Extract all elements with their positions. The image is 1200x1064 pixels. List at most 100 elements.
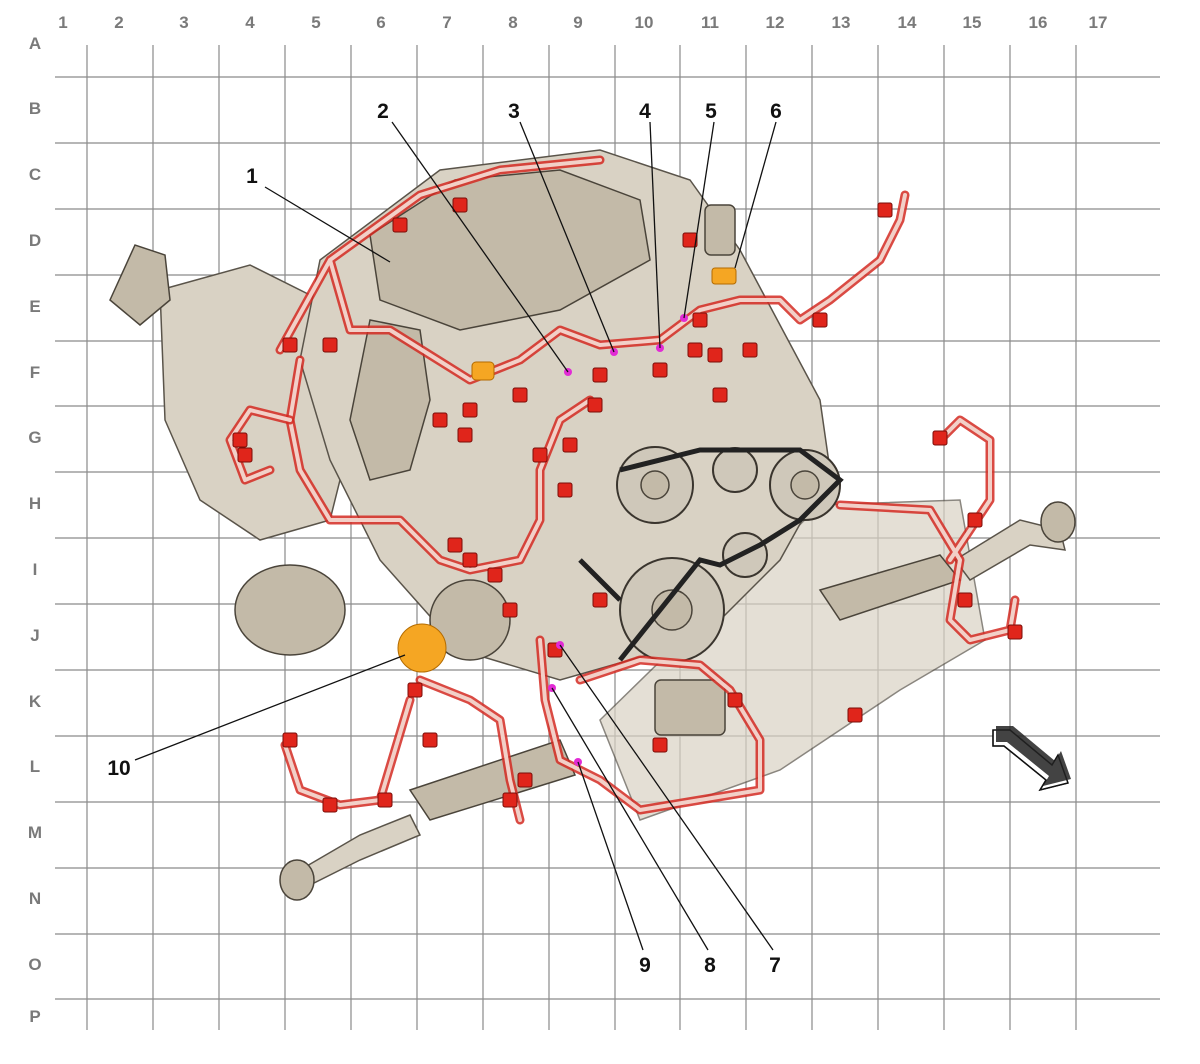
harness-connector [682,232,698,248]
leader-5 [683,121,715,319]
harness-connector [692,312,708,328]
grid-column-label: 9 [573,13,582,32]
callout-7: 7 [769,954,781,977]
engine-harness-illustration [109,149,1076,901]
harness-connector [322,797,338,813]
grid-row-label: B [29,99,41,118]
catalytic-converter [234,564,346,656]
grid-row-label: A [29,34,41,53]
grid-row-label: M [28,823,42,842]
highlighted-component-6 [711,267,737,285]
harness-connector [462,552,478,568]
grid-row-label: O [28,955,41,974]
leader-2 [391,121,569,373]
harness-connector [932,430,948,446]
grid-row-label: N [29,889,41,908]
callout-10: 10 [107,757,130,780]
harness-connector [422,732,438,748]
callout-labels: 1 2 3 4 5 6 7 8 9 10 [107,100,782,977]
callout-6: 6 [770,100,782,123]
grid-row-label: L [30,757,40,776]
leader-3 [519,121,615,353]
drive-belt [578,447,844,662]
grid-row-label: C [29,165,41,184]
alternator [429,579,511,661]
harness-connector [652,737,668,753]
harness-connectors [232,197,1023,813]
harness-connector [742,342,758,358]
harness-connector [502,602,518,618]
harness-connector [517,772,533,788]
grid-column-label: 6 [376,13,385,32]
grid-column-label: 2 [114,13,123,32]
tie-rod-end-right [1040,501,1076,543]
grid-column-label: 1 [58,13,67,32]
grid-column-label: 4 [245,13,255,32]
grid-row-label: G [28,428,41,447]
harness-connector [432,412,448,428]
harness-connector [707,347,723,363]
grid-row-label: H [29,494,41,513]
harness-left-branch-inner [283,698,412,807]
harness-connector [557,482,573,498]
grid-column-label: 3 [179,13,188,32]
tie-rod-right [953,519,1066,581]
harness-connector [512,387,528,403]
harness-connector [592,367,608,383]
harness-connector [687,342,703,358]
harness-connector [452,197,468,213]
harness-connector [957,592,973,608]
harness-connector [877,202,893,218]
callout-8: 8 [704,954,716,977]
grid-column-label: 8 [508,13,517,32]
leader-7 [559,644,774,951]
harness-connector [322,337,338,353]
highlighted-component-10 [397,623,447,673]
grid-row-label: J [30,626,39,645]
harness-connector [377,792,393,808]
harness-connector [487,567,503,583]
harness-connector [232,432,248,448]
tie-rod-left [298,814,422,886]
harness-connector [392,217,408,233]
crank-pulley-hub [651,589,693,631]
upper-pulley-hub [640,470,670,500]
grid-row-label: K [29,692,42,711]
oil-filler [704,204,736,256]
intake-tube [349,319,431,481]
harness-connector [812,312,828,328]
grid-column-label: 14 [898,13,917,32]
grid-row-label: F [30,363,40,382]
callout-2: 2 [377,100,389,123]
ac-compressor-hub [790,470,820,500]
grid-column-label: 16 [1029,13,1048,32]
grid-column-label: 15 [963,13,982,32]
leader-10 [134,654,406,761]
harness-connector [587,397,603,413]
harness-connector [502,792,518,808]
rack-module [654,679,726,736]
grid-row-label: E [29,297,40,316]
grid-column-label: 7 [442,13,451,32]
harness-connector [1007,624,1023,640]
tie-rod-end-left [279,859,315,901]
harness-connector [652,362,668,378]
harness-main-upper-inner [278,158,907,382]
callout-4: 4 [639,100,651,123]
harness-connector [407,682,423,698]
harness-connector [282,337,298,353]
harness-connector [712,387,728,403]
leader-9 [577,761,644,951]
grid-row-label: I [33,560,38,579]
callout-3: 3 [508,100,520,123]
leader-8 [551,687,709,951]
harness-connector [457,427,473,443]
grid-column-label: 5 [311,13,320,32]
grid-column-label: 13 [832,13,851,32]
harness-connector [447,537,463,553]
harness-connector [727,692,743,708]
harness-connector [532,447,548,463]
